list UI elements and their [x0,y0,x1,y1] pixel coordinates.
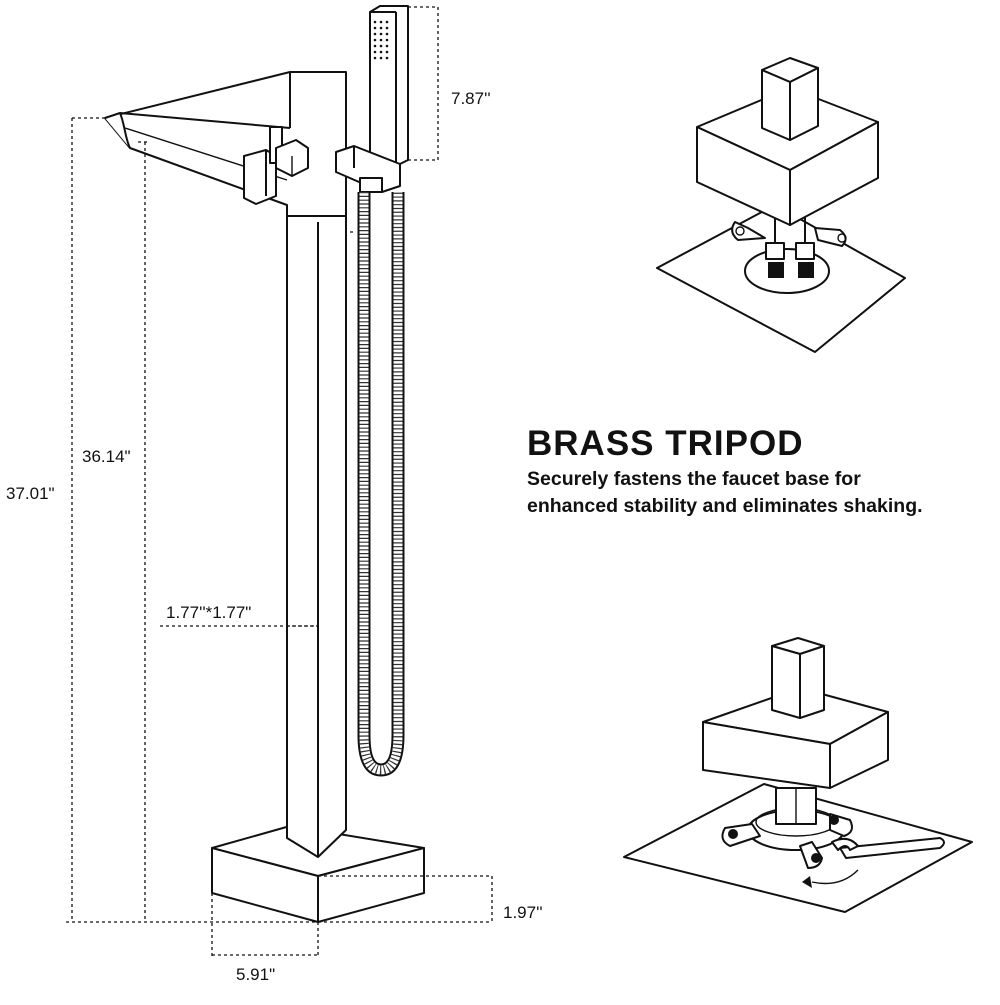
description-line-1: Securely fastens the faucet base for [527,468,861,490]
faucet-handles [243,126,309,205]
handshower-height-label: 7.87'' [451,89,491,108]
waterfall-spout [104,71,347,217]
dimension-lines [66,6,493,958]
base-width-label: 5.91" [236,965,275,984]
shower-hose [357,192,405,777]
faucet-illustration [104,5,425,923]
tripod-detail-top [656,57,906,353]
base-height-label: 1.97'' [503,903,543,922]
section-heading: BRASS TRIPOD [527,424,804,463]
faucet-pipe [286,215,347,858]
dimension-labels: 7.87'' 36.14" 37.01" 1.77''*1.77" 1.97''… [6,89,543,984]
tripod-detail-bottom [623,637,973,913]
pipe-section-label: 1.77''*1.77" [166,603,251,622]
total-height-label: 37.01" [6,484,55,503]
spout-height-label: 36.14" [82,447,131,466]
description-line-2: enhanced stability and eliminates shakin… [527,495,923,517]
hand-shower [335,5,409,193]
spray-nozzles [373,20,389,60]
